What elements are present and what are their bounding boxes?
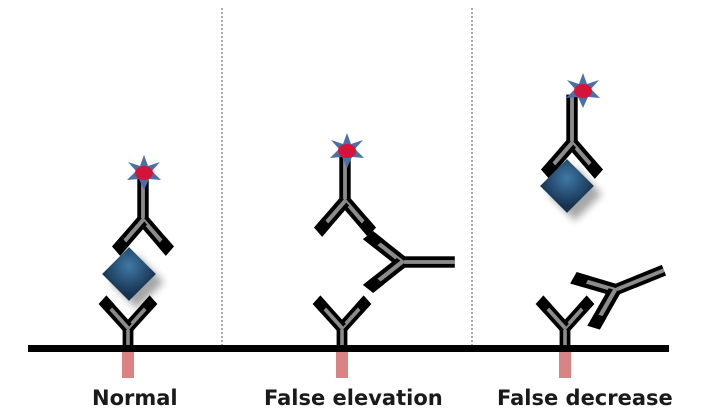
label-icon	[330, 133, 364, 168]
interfering-antibody-icon	[567, 241, 676, 334]
panel-label-false-decrease: False decrease	[497, 386, 673, 410]
detection-antibody-icon	[314, 152, 376, 237]
panel-label-false-elevation: False elevation	[264, 386, 443, 410]
label-icon	[127, 155, 161, 190]
surface-baseline	[28, 345, 669, 352]
antigen-icon	[102, 247, 156, 301]
label-icon	[566, 73, 600, 108]
panel-label-normal: Normal	[92, 386, 178, 410]
interfering-antibody-icon	[362, 231, 455, 293]
